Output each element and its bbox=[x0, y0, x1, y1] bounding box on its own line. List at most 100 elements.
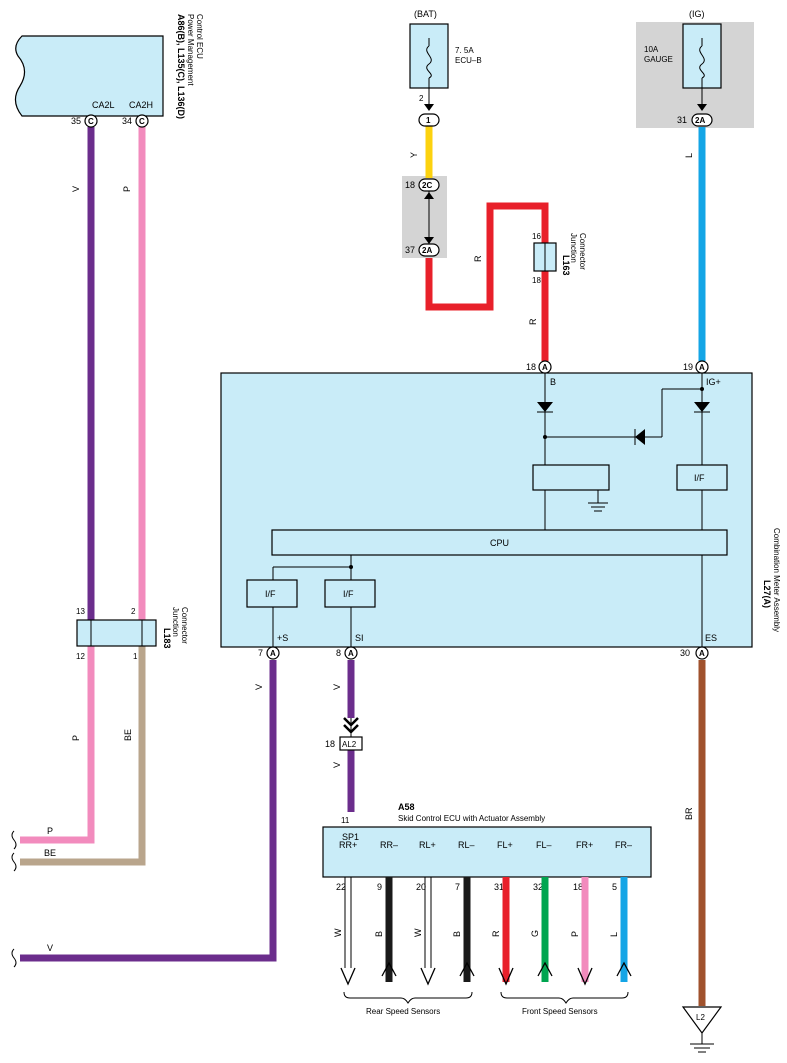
if-s-label: I/F bbox=[265, 589, 276, 599]
pm-ecu-name-2: Control ECU bbox=[195, 14, 204, 59]
svg-text:A: A bbox=[542, 363, 548, 372]
arrow-down-icon bbox=[340, 967, 356, 986]
skid-wire-label-0: W bbox=[333, 928, 343, 937]
pin-2c-num: 18 bbox=[405, 180, 415, 190]
svg-text:2A: 2A bbox=[422, 246, 432, 255]
svg-text:L183: L183 bbox=[162, 628, 172, 649]
meter-term-s: +S bbox=[277, 633, 288, 643]
ground-label: L2 bbox=[696, 1013, 705, 1022]
wire-labels: V P Y R R L P BE V V V BR P BE V bbox=[44, 152, 694, 953]
svg-text:A: A bbox=[699, 363, 705, 372]
svg-text:BE: BE bbox=[44, 848, 56, 858]
svg-text:V: V bbox=[254, 684, 264, 690]
ig-fuse-box bbox=[682, 23, 722, 89]
cpu-label: CPU bbox=[490, 538, 509, 548]
svg-text:V: V bbox=[47, 943, 53, 953]
arrow-up-icon bbox=[537, 961, 553, 977]
conn-1 bbox=[418, 113, 440, 127]
skid-pin-3: 7 bbox=[455, 882, 460, 892]
pin-2a-num: 37 bbox=[405, 245, 415, 255]
l183-box bbox=[76, 619, 157, 647]
skid-term-7: FR– bbox=[615, 840, 632, 850]
fuse-icon bbox=[426, 45, 432, 79]
svg-text:V: V bbox=[332, 762, 342, 768]
meter-pin-18 bbox=[538, 360, 552, 374]
svg-text:Connector: Connector bbox=[578, 233, 587, 270]
svg-text:P: P bbox=[71, 735, 81, 741]
meter-term-si: SI bbox=[355, 633, 364, 643]
svg-text:Connector: Connector bbox=[180, 607, 189, 644]
pm-ecu-code: A86(B), L135(C), L136(D) bbox=[176, 14, 186, 119]
svg-text:R: R bbox=[528, 318, 538, 325]
skid-wire-label-1: B bbox=[374, 931, 384, 937]
skid-wire-label-7: L bbox=[609, 932, 619, 937]
skid-wire-label-3: B bbox=[452, 931, 462, 937]
l183-pin12: 12 bbox=[76, 652, 85, 661]
arrow-down-icon bbox=[577, 967, 593, 986]
skid-wire-label-5: G bbox=[530, 930, 540, 937]
if-s-box bbox=[246, 579, 298, 608]
junction-labels: L163 Junction Connector L183 Junction Co… bbox=[162, 233, 587, 649]
skid-wire-label-4: R bbox=[491, 930, 501, 937]
ig-label: (IG) bbox=[689, 9, 705, 19]
svg-text:BR: BR bbox=[684, 807, 694, 820]
svg-text:2C: 2C bbox=[422, 181, 432, 190]
skid-term-2: RL+ bbox=[419, 840, 436, 850]
wire-be-out bbox=[20, 646, 146, 866]
if-si-box bbox=[324, 579, 376, 608]
svg-text:V: V bbox=[71, 186, 81, 192]
if-ig-label: I/F bbox=[694, 473, 705, 483]
conn-al2 bbox=[339, 736, 363, 751]
skid-pin-2: 20 bbox=[416, 882, 426, 892]
arrow-down-icon bbox=[420, 967, 436, 986]
svg-text:V: V bbox=[332, 684, 342, 690]
svg-text:C: C bbox=[139, 117, 145, 126]
pin-35-num: 35 bbox=[71, 116, 81, 126]
bat-fuse-line1: 7. 5A bbox=[455, 46, 474, 55]
skid-pin-0: 22 bbox=[336, 882, 346, 892]
skid-pin-7: 5 bbox=[612, 882, 617, 892]
svg-text:Y: Y bbox=[409, 152, 419, 158]
ground-triangle-icon bbox=[681, 1006, 723, 1035]
svg-text:A: A bbox=[270, 649, 276, 658]
svg-text:L163: L163 bbox=[561, 255, 571, 276]
svg-text:30: 30 bbox=[680, 648, 690, 658]
svg-text:R: R bbox=[473, 255, 483, 262]
al2-pin: 18 bbox=[325, 739, 335, 749]
meter-pin-7 bbox=[266, 646, 280, 660]
svg-text:L: L bbox=[684, 153, 694, 158]
pin-ig-num: 31 bbox=[677, 115, 687, 125]
ig-fuse-line2: GAUGE bbox=[644, 55, 673, 64]
svg-text:2A: 2A bbox=[695, 116, 705, 125]
pm-ecu-pin-ca2l: CA2L bbox=[92, 100, 115, 110]
skid-pin-1: 9 bbox=[377, 882, 382, 892]
rear-bracket bbox=[343, 991, 473, 1004]
svg-text:Junction: Junction bbox=[171, 607, 180, 637]
svg-text:AL2: AL2 bbox=[342, 740, 357, 749]
conn-2a-ig bbox=[691, 113, 713, 127]
pin-34-num: 34 bbox=[122, 116, 132, 126]
skid-pin-4: 31 bbox=[494, 882, 504, 892]
skid-term-sp1: SP1 bbox=[342, 832, 359, 842]
fuse-icon bbox=[699, 45, 705, 79]
ground-l2: L2 bbox=[681, 1006, 723, 1053]
connector-pins: C 35 C 34 1 2C 18 2A 37 2A 31 16 18 A 18… bbox=[71, 113, 713, 751]
diode-b-icon bbox=[537, 402, 553, 412]
skid-term-3: RL– bbox=[458, 840, 475, 850]
skid-pin-6: 18 bbox=[573, 882, 583, 892]
svg-text:19: 19 bbox=[683, 362, 693, 372]
skid-term-4: FL+ bbox=[497, 840, 513, 850]
skid-pin-top: 11 bbox=[341, 816, 350, 825]
svg-text:BE: BE bbox=[123, 729, 133, 741]
svg-text:A: A bbox=[699, 649, 705, 658]
skid-code: A58 bbox=[398, 802, 415, 812]
ig-fuse-line1: 10A bbox=[644, 45, 659, 54]
diode-mid-icon bbox=[635, 429, 645, 445]
combination-meter: L27(A) Combination Meter Assembly I/F CP… bbox=[220, 372, 781, 648]
l183-pin13: 13 bbox=[76, 607, 85, 616]
skid-term-0: RR+ bbox=[339, 840, 357, 850]
ig-fuse: (IG) 10A GAUGE bbox=[636, 9, 754, 128]
front-group-label: Front Speed Sensors bbox=[522, 1007, 598, 1016]
meter-pin-8 bbox=[344, 646, 358, 660]
